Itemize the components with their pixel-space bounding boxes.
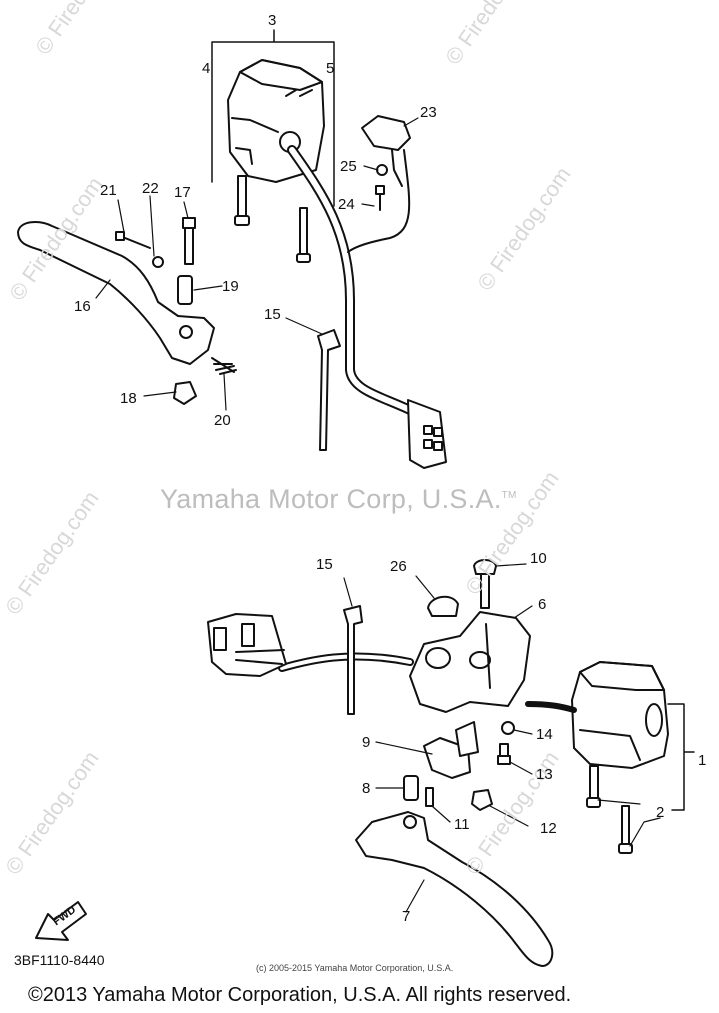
clutch-lever <box>17 221 215 365</box>
callout: 16 <box>74 298 91 315</box>
callout: 9 <box>362 734 371 751</box>
cable-tie-top <box>317 329 341 451</box>
clutch-switch <box>347 115 411 253</box>
lever-bracket <box>409 611 531 713</box>
callout: 12 <box>540 820 557 837</box>
collar-19 <box>177 275 193 305</box>
callout: 2 <box>656 804 665 821</box>
callout: 20 <box>214 412 231 429</box>
callout: 18 <box>120 390 137 407</box>
fwd-arrow-icon <box>35 901 87 941</box>
screw-24 <box>375 185 385 211</box>
bottom-screw-short <box>618 805 633 854</box>
screw-11 <box>425 787 434 807</box>
callout: 7 <box>402 908 411 925</box>
top-connector <box>407 399 447 469</box>
callout: 21 <box>100 182 117 199</box>
callout: 22 <box>142 180 159 197</box>
part-number: 3BF1110-8440 <box>14 952 105 968</box>
bolt-17 <box>182 217 196 265</box>
nut-18 <box>173 381 197 405</box>
cable-tie-bottom <box>343 605 363 715</box>
cap-26 <box>427 595 459 617</box>
callout: 1 <box>698 752 707 769</box>
small-copyright: (c) 2005-2015 Yamaha Motor Corporation, … <box>256 963 454 973</box>
nut-12 <box>471 789 493 811</box>
bolt-21 <box>115 231 151 249</box>
callout: 23 <box>420 104 437 121</box>
screw-10 <box>473 559 497 609</box>
callout: 26 <box>390 558 407 575</box>
bottom-screw-long <box>586 765 601 808</box>
callout: 6 <box>538 596 547 613</box>
callout: 25 <box>340 158 357 175</box>
callout: 3 <box>268 12 277 29</box>
screw-13 <box>497 743 511 765</box>
spring-20 <box>211 357 237 375</box>
callout: 14 <box>536 726 553 743</box>
callout: 15 <box>264 306 281 323</box>
watermark-yamaha: Yamaha Motor Corp, U.S.A.TM <box>160 484 517 514</box>
brake-lever <box>355 811 554 967</box>
callout: 5 <box>326 60 335 77</box>
left-switch-housing <box>227 59 325 183</box>
nut-14 <box>501 721 515 735</box>
callout: 24 <box>338 196 355 213</box>
right-switch-housing <box>571 661 669 769</box>
callout: 19 <box>222 278 239 295</box>
bottom-connector <box>207 613 287 677</box>
callout: 8 <box>362 780 371 797</box>
brake-switch <box>423 721 479 779</box>
callout: 17 <box>174 184 191 201</box>
footer-copyright: ©2013 Yamaha Motor Corporation, U.S.A. A… <box>28 984 572 1006</box>
callout: 10 <box>530 550 547 567</box>
switch-screw-short <box>296 207 311 263</box>
nut-22 <box>152 256 164 268</box>
callout: 15 <box>316 556 333 573</box>
switch-screw-long <box>234 175 250 226</box>
callout: 4 <box>202 60 211 77</box>
callout: 13 <box>536 766 553 783</box>
collar-8 <box>403 775 419 801</box>
callout: 11 <box>454 816 470 833</box>
